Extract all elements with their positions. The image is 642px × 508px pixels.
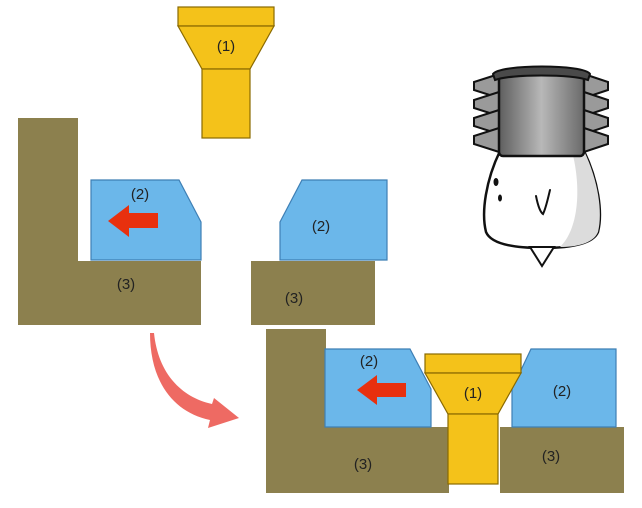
label-part-3-bottom-left: (3) bbox=[354, 456, 372, 473]
mascot-tip bbox=[528, 246, 556, 268]
fastener-shank-bottom bbox=[447, 413, 499, 485]
plates-part-2-bottom: (2) (2) bbox=[324, 348, 617, 428]
slide-arrow-shaft-bottom bbox=[375, 383, 406, 397]
base-part-3-top: (3) (3) bbox=[18, 118, 375, 325]
screw-mascot-icon bbox=[473, 65, 609, 268]
mascot-eye-right bbox=[498, 194, 502, 202]
fastener-head-rim-bottom bbox=[424, 353, 522, 374]
mascot-head-top bbox=[491, 65, 592, 82]
label-part-3-bottom-right: (3) bbox=[542, 448, 560, 465]
label-part-2-bottom-left: (2) bbox=[360, 353, 378, 370]
fastener-part-1-top: (1) bbox=[176, 6, 276, 139]
after-assembly: (3) (3) (2) (2) (1) bbox=[266, 329, 624, 493]
label-part-3-left: (3) bbox=[117, 276, 135, 293]
mascot-thread-right-4 bbox=[583, 126, 609, 154]
base-left-block bbox=[18, 118, 201, 325]
fastener-head-rim bbox=[177, 6, 275, 27]
mascot-head bbox=[497, 70, 586, 158]
label-part-1: (1) bbox=[217, 38, 235, 55]
mascot-shadow bbox=[560, 151, 600, 247]
plate-right bbox=[279, 179, 388, 261]
before-assembly: (1) (3) (3) (2) (2) bbox=[18, 6, 388, 325]
fastener-shank bbox=[201, 68, 251, 139]
base-right-block bbox=[251, 261, 375, 325]
fastener-part-1-bottom: (1) bbox=[423, 353, 523, 485]
slide-arrow-shaft bbox=[127, 213, 158, 228]
label-part-2-left: (2) bbox=[131, 186, 149, 203]
curved-arrow-icon bbox=[150, 333, 239, 428]
label-part-1-bottom: (1) bbox=[464, 385, 482, 402]
label-part-3-right: (3) bbox=[285, 290, 303, 307]
slide-arrow-head-bottom bbox=[357, 375, 377, 405]
mascot-thread-left-4 bbox=[473, 126, 500, 154]
base-right-block-bottom bbox=[500, 427, 624, 493]
plates-part-2-top: (2) (2) bbox=[90, 179, 388, 261]
base-left-block-bottom bbox=[266, 329, 449, 493]
mascot-mouth bbox=[535, 189, 551, 216]
label-part-2-right: (2) bbox=[312, 218, 330, 235]
label-part-2-bottom-right: (2) bbox=[553, 383, 571, 400]
mascot-eye-left bbox=[493, 178, 499, 186]
base-part-3-bottom: (3) (3) bbox=[266, 329, 624, 493]
slide-arrow-head bbox=[108, 205, 129, 237]
